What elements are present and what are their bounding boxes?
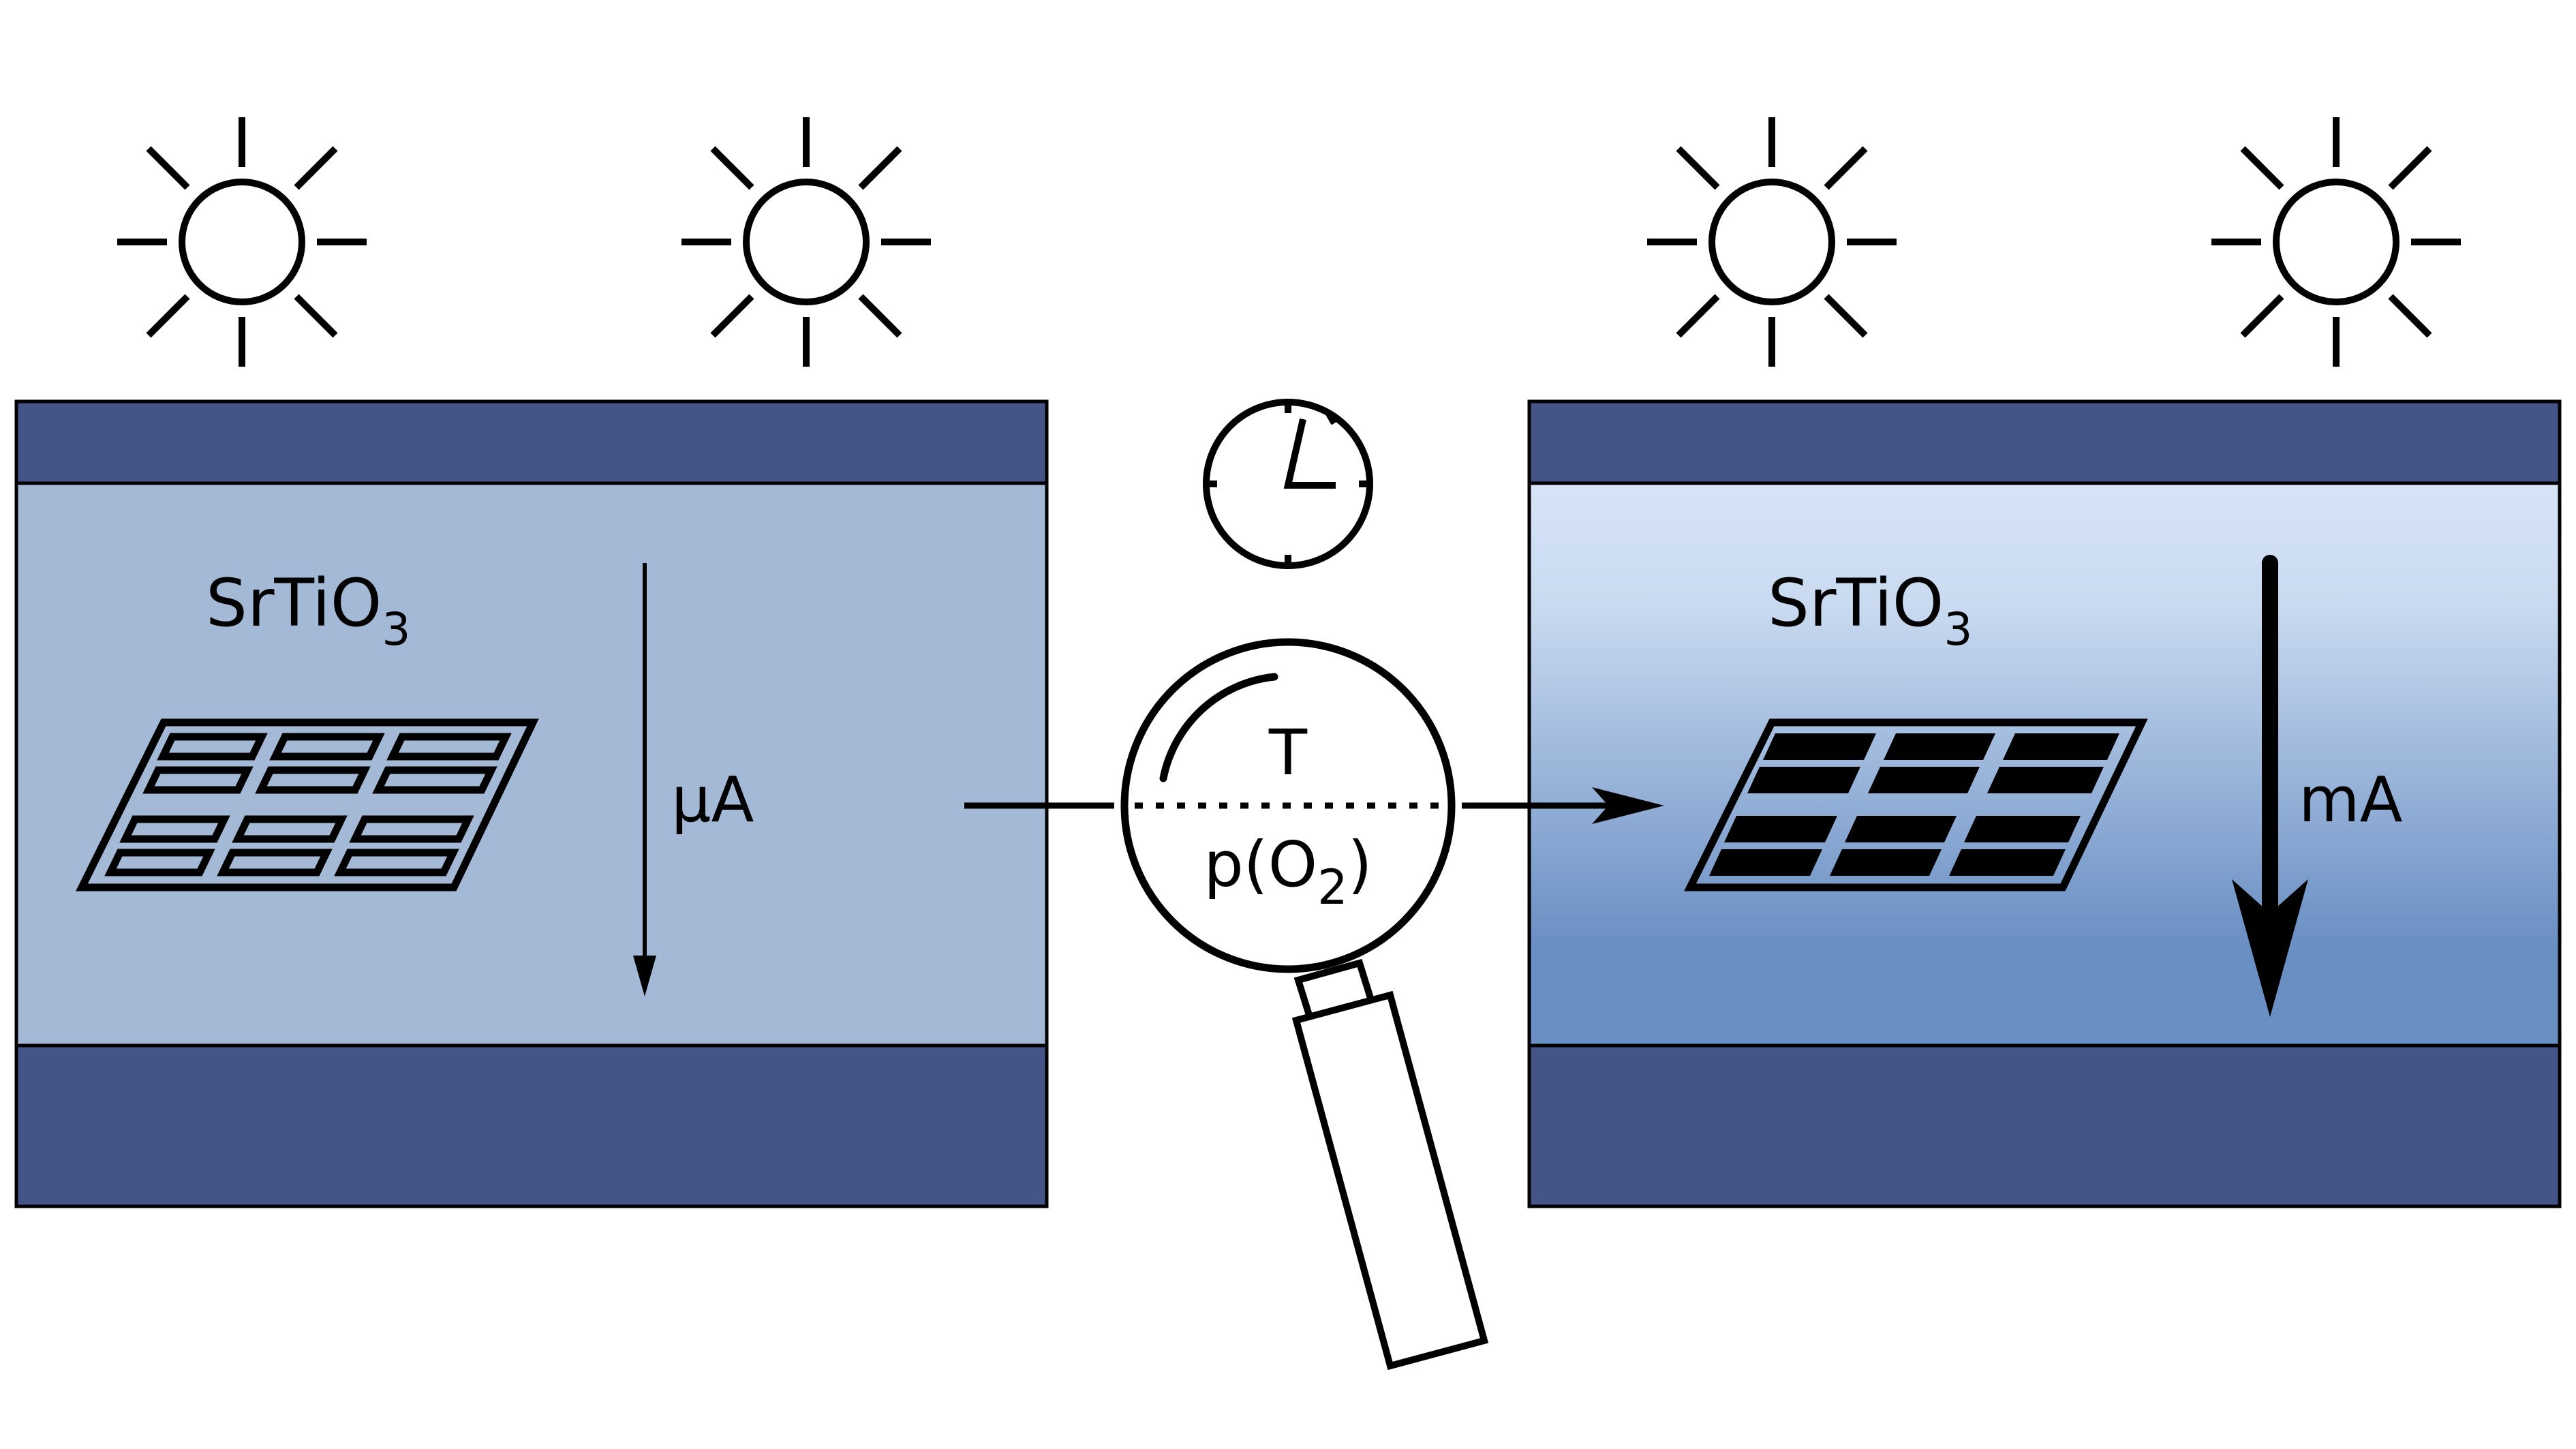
process-arrow [964,787,1664,824]
right-top-electrode [1527,399,2562,485]
right-material-label: SrTiO3 [1768,565,1972,656]
sun-icon [681,117,931,367]
solar-cell-icon [1684,718,2148,891]
left-material-label: SrTiO3 [206,565,410,656]
sun-icon [2211,117,2461,367]
left-srtio3-layer [14,481,1049,1048]
temperature-label: T [1268,716,1308,789]
right-bottom-electrode [1527,1043,2562,1208]
left-top-electrode [14,399,1049,485]
magnifying-glass-icon: T p(O2) [1120,638,1489,1371]
clock-icon [1203,399,1373,569]
left-panel: SrTiO3 µA [14,399,1049,1208]
right-panel: SrTiO3 mA [1527,399,2562,1208]
right-srtio3-layer [1527,481,2562,1048]
sun-icon [1647,117,1897,367]
right-current-label: mA [2299,763,2403,836]
oxygen-pressure-label: p(O2) [1203,828,1372,915]
large-current-arrow [2232,555,2308,1017]
solar-cell-icon [76,718,539,891]
left-bottom-electrode [14,1043,1049,1208]
sun-icon [117,117,367,367]
small-current-arrow [633,563,656,996]
left-current-label: µA [671,763,754,836]
